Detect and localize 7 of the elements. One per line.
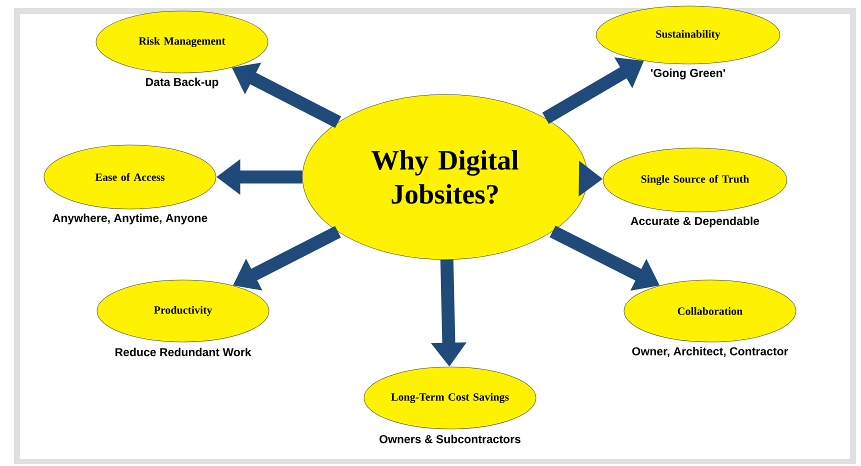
caption-text: Owner, Architect, Contractor (632, 346, 788, 358)
caption-text: Accurate & Dependable (630, 216, 760, 228)
caption-text: Data Back-up (146, 78, 218, 88)
caption-text: Anywhere, Anytime, Anyone (52, 214, 208, 224)
caption-text: 'Going Green' (651, 68, 725, 80)
caption-text: Reduce Redundant Work (116, 348, 252, 356)
caption-text: Owners & Subcontractors (380, 434, 520, 444)
